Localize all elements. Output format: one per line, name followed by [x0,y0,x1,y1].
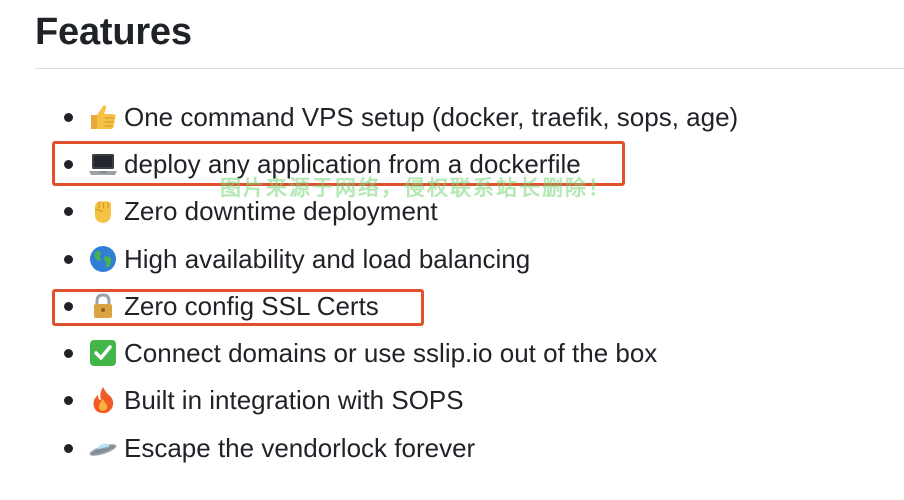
bullet [64,112,73,122]
laptop-icon [87,148,119,180]
check-mark-icon [87,337,119,369]
heading-divider [35,68,904,69]
highlight-box [52,141,625,186]
section-heading: Features [35,11,192,53]
fire-icon [87,384,119,416]
bullet [64,443,73,453]
feature-text: High availability and load balancing [124,243,531,274]
bullet [64,349,73,359]
feature-text: Escape the vendorlock forever [124,432,476,463]
watermark-text: 图片来源于网络，侵权联系站长删除！ [220,176,611,200]
feature-text: Zero downtime deployment [124,196,438,227]
highlight-box [52,289,424,326]
thumbs-up-icon [87,101,119,133]
bullet [64,396,73,406]
bullet [64,254,73,264]
bullet [64,207,73,217]
flying-saucer-icon [87,432,119,464]
bullet [64,159,73,169]
feature-text: One command VPS setup (docker, traefik, … [124,101,739,132]
bullet [64,301,73,311]
feature-text: deploy any application from a dockerfile [124,148,581,179]
lock-icon [87,290,119,322]
raised-fist-icon [87,195,119,227]
feature-text: Built in integration with SOPS [124,385,464,416]
feature-text: Connect domains or use sslip.io out of t… [124,338,658,369]
globe-icon [87,243,119,275]
feature-text: Zero config SSL Certs [124,290,379,321]
